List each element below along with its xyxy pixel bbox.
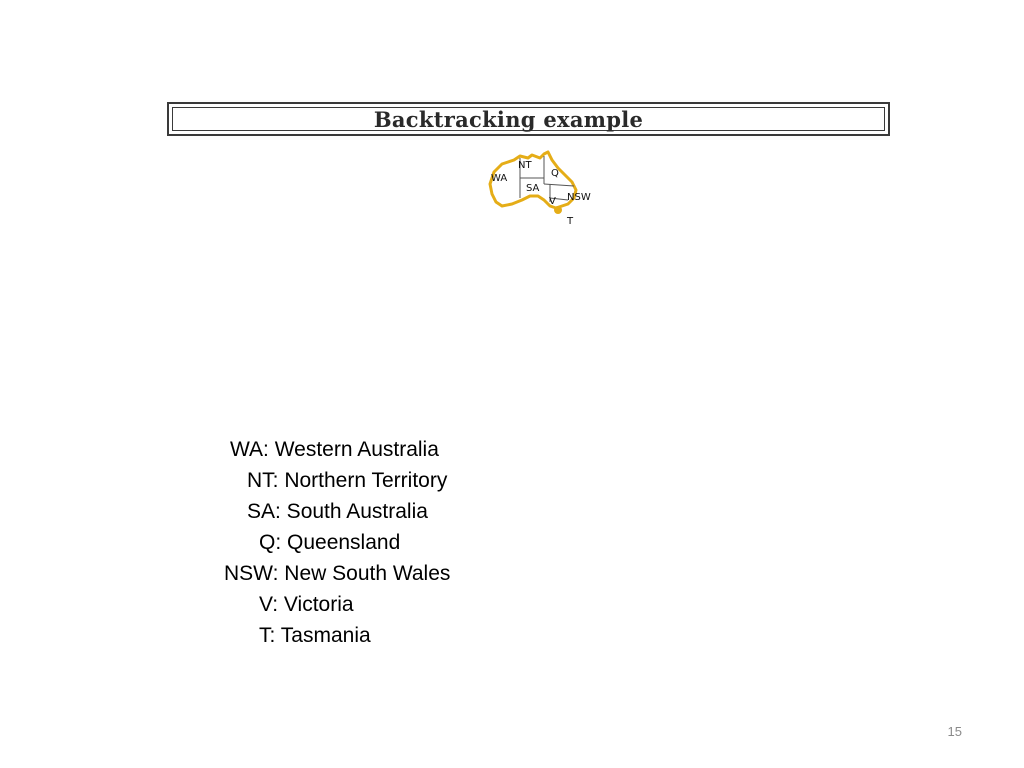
legend-item-sa: SA: South Australia <box>247 500 428 523</box>
australia-outline <box>488 150 578 210</box>
map-label-nt: NT <box>518 160 532 171</box>
map-label-v: V <box>549 196 556 207</box>
map-label-wa: WA <box>491 173 507 184</box>
legend-item-q: Q: Queensland <box>259 531 401 554</box>
title-inner-frame: Backtracking example <box>172 106 885 132</box>
slide-title: Backtracking example <box>373 106 644 132</box>
australia-map: WA NT SA Q NSW V T <box>488 150 591 227</box>
legend-item-t: T: Tasmania <box>259 624 371 647</box>
title-frame: Backtracking example <box>167 102 890 136</box>
legend-item-nt: NT: Northern Territory <box>247 469 448 492</box>
legend-item-nsw: NSW: New South Wales <box>224 562 451 585</box>
map-label-sa: SA <box>526 183 540 194</box>
page-number: 15 <box>947 724 962 739</box>
map-label-q: Q <box>551 168 559 179</box>
legend-item-v: V: Victoria <box>259 593 354 616</box>
map-label-nsw: NSW <box>567 192 591 203</box>
border-q-nsw <box>543 183 575 187</box>
border-nsw-v <box>549 197 569 201</box>
legend-item-wa: WA: Western Australia <box>230 438 439 461</box>
tasmania-shape <box>554 206 562 214</box>
map-label-t: T <box>566 216 574 227</box>
